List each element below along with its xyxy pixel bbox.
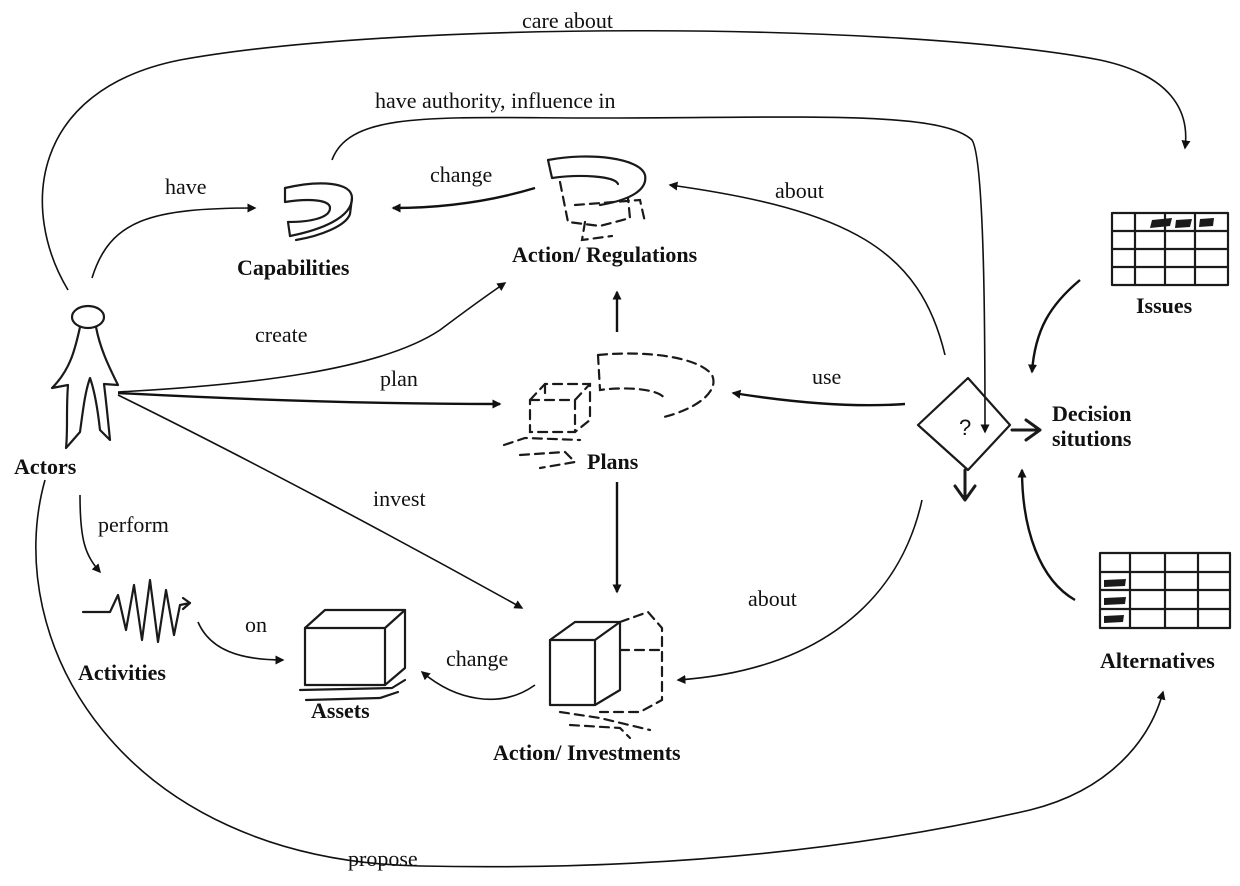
edge-label-use: use [812,364,841,389]
assets-icon [298,608,407,702]
edge-on [197,621,285,665]
edge-use [731,389,906,407]
decision-diamond-icon: ? [916,376,1042,502]
edge-create [117,282,507,393]
edge-about-regulations [668,181,946,356]
edge-label-change-assets: change [446,646,508,671]
edge-invest [117,394,524,609]
actor-figure-icon [50,304,120,450]
edge-authority [331,116,990,434]
edge-label-on: on [245,612,267,637]
node-activities: Activities [78,660,166,685]
node-actors: Actors [14,454,77,479]
edge-propose [35,479,1166,868]
edge-change-capabilities [391,186,536,213]
edge-label-authority: have authority, influence in [375,88,616,113]
edge-label-change-capabilities: change [430,162,492,187]
regulations-icon [546,155,647,242]
investments-icon [548,610,664,740]
edge-label-propose: propose [348,846,418,871]
node-plans: Plans [587,449,639,474]
edge-label-about-regulations: about [775,178,824,203]
edge-label-create: create [255,322,308,347]
edge-issues-to-decision [1028,279,1081,374]
edge-label-invest: invest [373,486,426,511]
issues-table-icon [1110,211,1230,287]
edge-change-assets [420,671,536,701]
node-decision-line1: Decision [1052,401,1131,426]
edge-label-have: have [165,174,207,199]
plans-icon [502,352,715,470]
edge-about-investments [676,499,923,684]
edge-alternatives-to-decision [1017,468,1076,602]
edge-perform [79,494,101,574]
alternatives-table-icon [1098,551,1232,630]
edge-care-about [41,29,1191,291]
node-regulations: Action/ Regulations [512,242,698,267]
decision-symbol: ? [959,415,971,440]
edge-have [91,203,257,279]
edge-label-plan: plan [380,366,418,391]
node-issues: Issues [1136,293,1193,318]
edge-label-care-about: care about [522,8,613,33]
edge-label-perform: perform [98,512,169,537]
edge-plan [117,391,502,409]
capabilities-icon [283,182,354,242]
edge-label-about-investments: about [748,586,797,611]
node-capabilities: Capabilities [237,255,350,280]
activities-waveform-icon [81,578,192,644]
node-investments: Action/ Investments [493,740,681,765]
node-decision-line2: situtions [1052,426,1132,451]
node-alternatives: Alternatives [1100,648,1215,673]
node-assets: Assets [311,698,370,723]
